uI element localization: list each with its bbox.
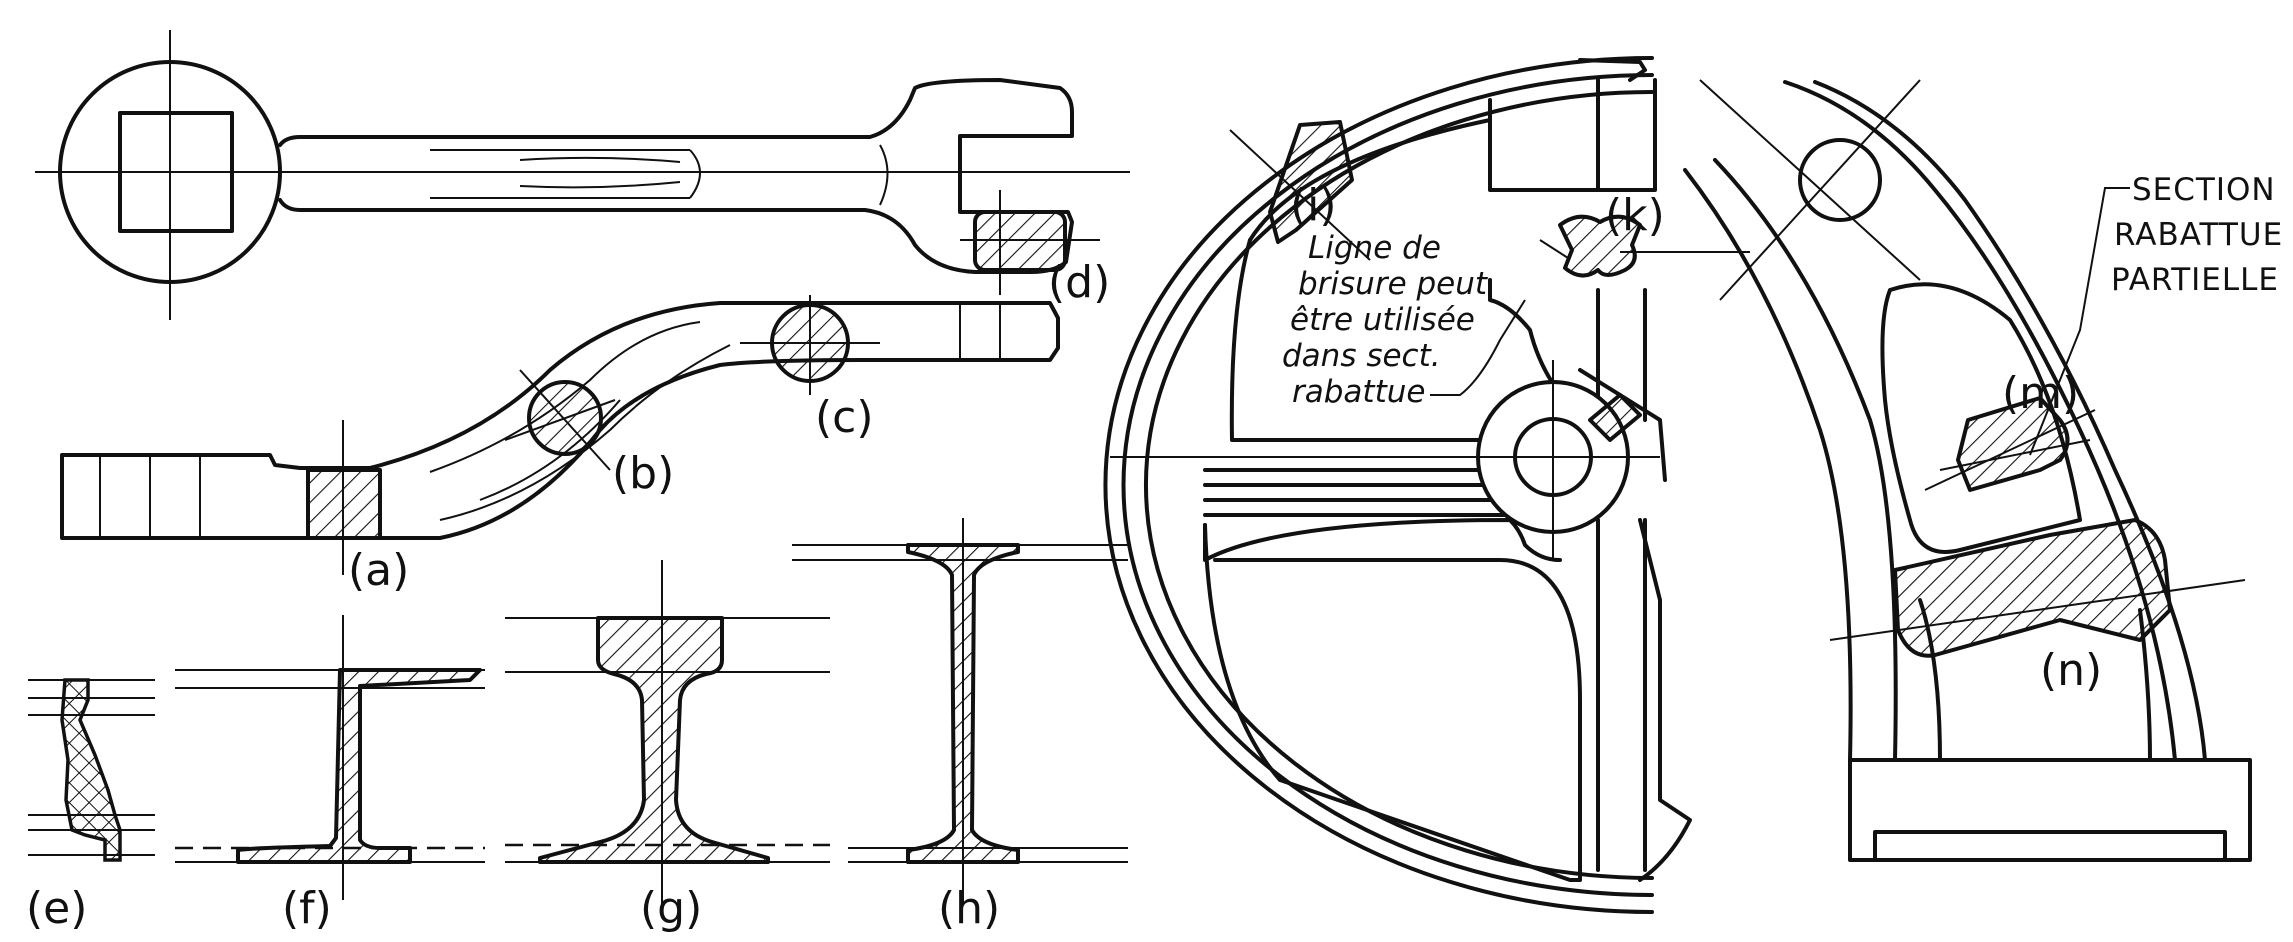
label-n: (n) bbox=[2040, 645, 2102, 696]
label-g: (g) bbox=[640, 883, 702, 934]
section-h bbox=[792, 518, 1128, 905]
label-m: (m) bbox=[2002, 368, 2079, 419]
label-c: (c) bbox=[815, 392, 874, 443]
svg-text:Ligne de: Ligne de bbox=[1308, 230, 1441, 266]
pulley-wheel bbox=[1103, 56, 1750, 914]
svg-text:PARTIELLE: PARTIELLE bbox=[2111, 262, 2279, 298]
section-g bbox=[505, 560, 830, 905]
wrench-top-view bbox=[35, 30, 1130, 320]
svg-text:SECTION: SECTION bbox=[2132, 172, 2276, 208]
label-i: (i) bbox=[1290, 180, 1337, 231]
curved-arm bbox=[1683, 79, 2252, 862]
break-line-note: Ligne de brisure peut être utilisée dans… bbox=[1282, 230, 1489, 410]
label-k: (k) bbox=[1605, 190, 1665, 241]
svg-text:RABATTUE: RABATTUE bbox=[2114, 217, 2283, 253]
section-e bbox=[28, 678, 155, 862]
svg-text:dans sect.: dans sect. bbox=[1282, 338, 1441, 374]
label-f: (f) bbox=[282, 883, 332, 934]
label-d: (d) bbox=[1048, 257, 1110, 308]
svg-text:rabattue: rabattue bbox=[1292, 374, 1425, 410]
partial-section-callout: SECTION RABATTUE PARTIELLE bbox=[2111, 172, 2283, 298]
wrench-side-view bbox=[60, 295, 1060, 575]
section-f bbox=[175, 615, 485, 900]
label-e: (e) bbox=[26, 883, 87, 934]
label-h: (h) bbox=[938, 883, 1000, 934]
svg-text:être utilisée: être utilisée bbox=[1290, 302, 1475, 338]
label-a: (a) bbox=[348, 545, 409, 596]
svg-text:brisure peut: brisure peut bbox=[1298, 266, 1489, 302]
label-b: (b) bbox=[612, 448, 674, 499]
